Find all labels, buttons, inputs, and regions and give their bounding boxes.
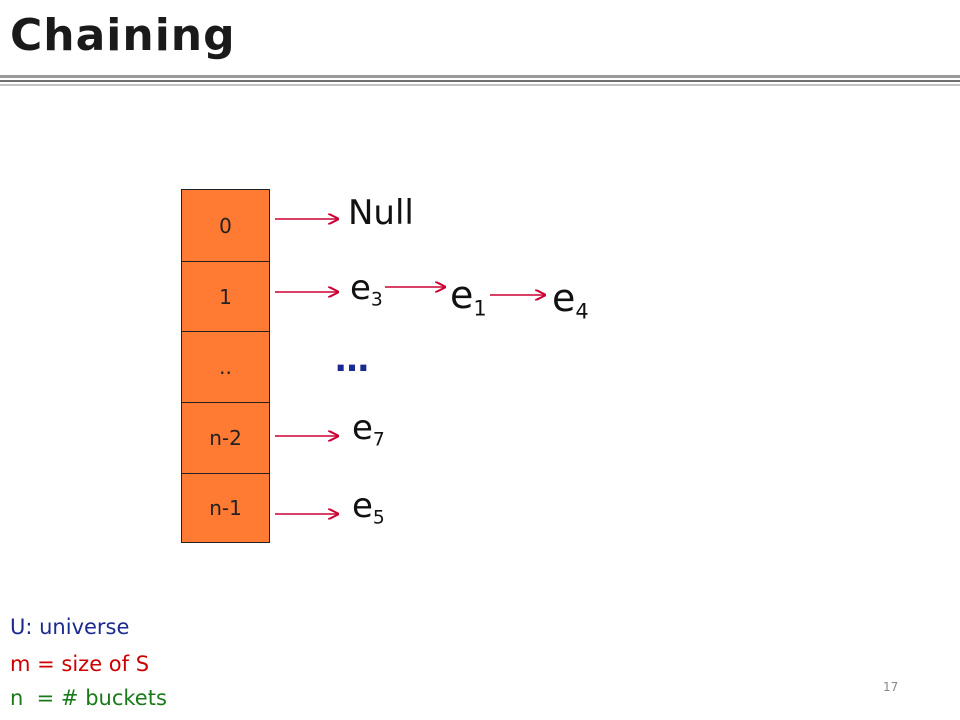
title-rule-bottom (0, 84, 960, 86)
title-rule-top (0, 75, 960, 78)
bucket-dots: .. (182, 332, 269, 403)
element-e4: e4 (552, 276, 589, 324)
slide-number: 17 (883, 680, 899, 694)
bucket-n-2: n-2 (182, 403, 269, 474)
ellipsis: … (335, 340, 370, 380)
bucket-n-1: n-1 (209, 496, 242, 520)
element-e3: e3 (350, 268, 383, 311)
element-e1: e1 (450, 273, 487, 321)
title-rule-middle (0, 80, 960, 82)
bucket-0: 0 (182, 190, 269, 262)
element-e5: e5 (352, 486, 385, 529)
legend-n: n = # buckets (10, 686, 167, 710)
element-e7: e7 (352, 408, 385, 451)
bucket-1: 1 (182, 262, 269, 332)
legend-universe: U: universe (10, 615, 130, 639)
null-label: Null (348, 193, 414, 233)
legend-m: m = size of S (10, 652, 150, 676)
hash-table: 0 1 .. n-2 n-1 (181, 189, 270, 543)
slide-title: Chaining (10, 10, 236, 61)
